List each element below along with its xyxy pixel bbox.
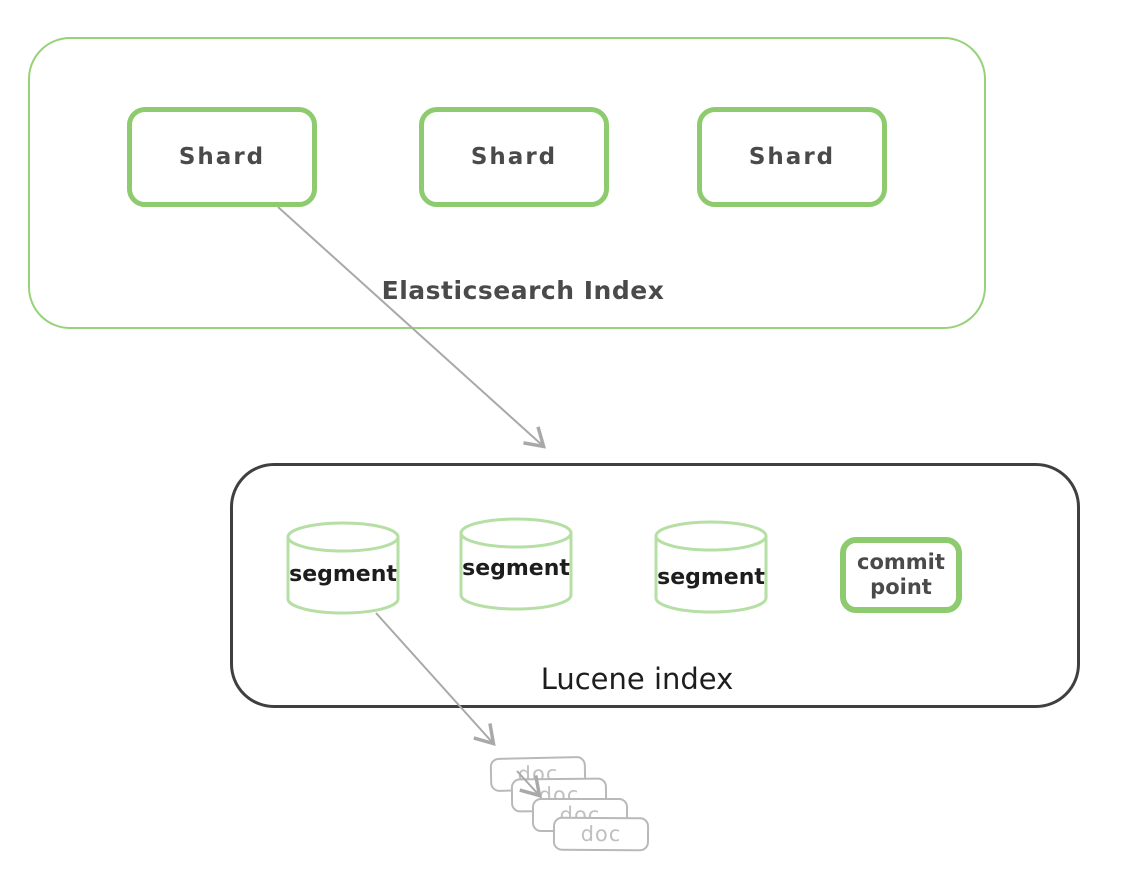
elasticsearch-index-label: Elasticsearch Index (381, 276, 665, 305)
shard-box-2: Shard (419, 107, 609, 207)
shard-box-3: Shard (697, 107, 887, 207)
lucene-index-container: segment segment segment commit point Luc… (230, 463, 1080, 708)
cylinder-icon (654, 520, 768, 614)
segment-cylinder-2: segment (456, 516, 576, 614)
shard-label: Shard (178, 144, 266, 170)
segment-cylinder-3: segment (651, 519, 771, 617)
doc-label: doc (580, 821, 622, 847)
cylinder-icon (459, 517, 573, 611)
lucene-index-label: Lucene index (540, 662, 734, 696)
shard-label: Shard (470, 144, 558, 170)
commit-point-label: commit point (857, 549, 945, 599)
segment-label: segment (657, 565, 765, 590)
segment-label: segment (289, 562, 397, 587)
doc-card-4: doc (552, 816, 650, 852)
segment-cylinder-1: segment (283, 520, 403, 618)
segment-label: segment (462, 556, 570, 581)
shard-box-1: Shard (127, 107, 317, 207)
shard-label: Shard (748, 144, 836, 170)
commit-point-box: commit point (840, 537, 962, 613)
elasticsearch-index-container: Shard Shard Shard Elasticsearch Index (28, 37, 986, 329)
cylinder-icon (286, 521, 400, 615)
